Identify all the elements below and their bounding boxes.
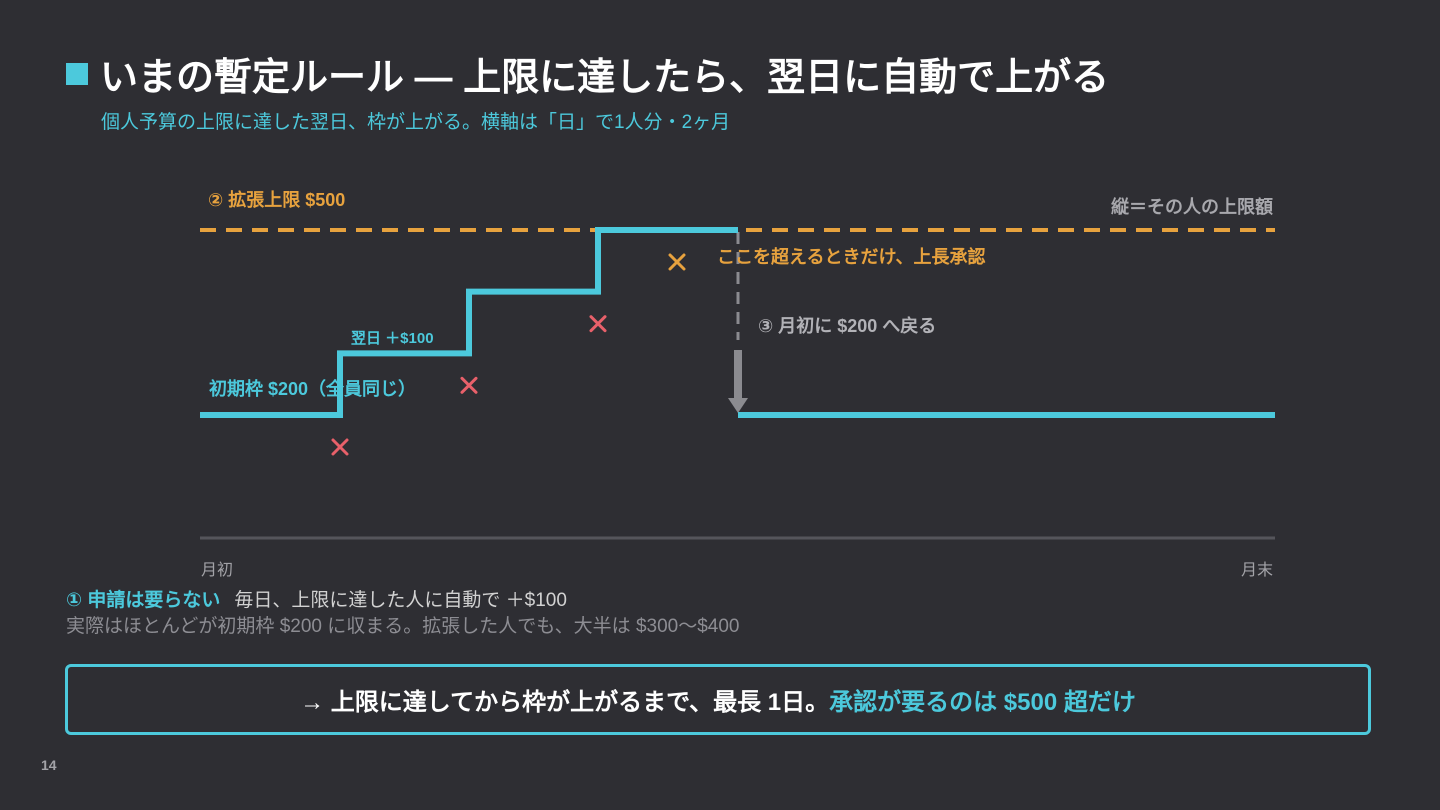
- title-row: いまの暫定ルール ― 上限に達したら、翌日に自動で上がる: [66, 46, 1109, 101]
- limit-hit-cross-icon: [331, 438, 349, 456]
- next-day-label: 翌日 ＋$100: [351, 330, 434, 347]
- reset-arrow-head: [728, 398, 748, 413]
- approval-label: ここを超えるときだけ、上長承認: [717, 246, 986, 267]
- note-no-application: ① 申請は要らない毎日、上限に達した人に自動で ＋$100: [66, 585, 567, 612]
- page-subtitle: 個人予算の上限に達した翌日、枠が上がる。横軸は「日」で1人分・2ヶ月: [101, 112, 731, 133]
- x-end-label: 月末: [1241, 561, 1273, 579]
- callout-text-main: → 上限に達してから枠が上がるまで、最長 1日。: [300, 689, 830, 716]
- reset-label: ③ 月初に $200 へ戻る: [758, 315, 936, 336]
- limit-step-diagram: ② 拡張上限 $500 縦＝その人の上限額 ここを超えるときだけ、上長承認 ③ …: [200, 189, 1275, 579]
- limit-step-line: [200, 227, 738, 418]
- note-rest: 毎日、上限に達した人に自動で ＋$100: [234, 590, 567, 611]
- initial-limit-label: 初期枠 $200（全員同じ）: [209, 378, 416, 399]
- hit-markers: [331, 253, 686, 456]
- limit-hit-cross-icon: [460, 376, 478, 394]
- axis-caption: 縦＝その人の上限額: [1111, 196, 1273, 217]
- limit-hit-cross-icon: [589, 315, 607, 333]
- approval-cross-icon: [668, 253, 686, 271]
- note-typical-usage: 実際はほとんどが初期枠 $200 に収まる。拡張した人でも、大半は $300〜$…: [66, 616, 740, 637]
- title-square-icon: [66, 62, 88, 85]
- reset-arrow-shaft: [734, 350, 742, 400]
- callout-text-highlight: 承認が要るのは $500 超だけ: [829, 689, 1136, 716]
- cap-label: ② 拡張上限 $500: [208, 189, 345, 210]
- page-number: 14: [41, 757, 57, 773]
- note-highlight: ① 申請は要らない: [66, 590, 221, 611]
- summary-callout: → 上限に達してから枠が上がるまで、最長 1日。承認が要るのは $500 超だけ: [65, 664, 1371, 735]
- page-title: いまの暫定ルール ― 上限に達したら、翌日に自動で上がる: [100, 57, 1110, 99]
- x-start-label: 月初: [201, 561, 233, 579]
